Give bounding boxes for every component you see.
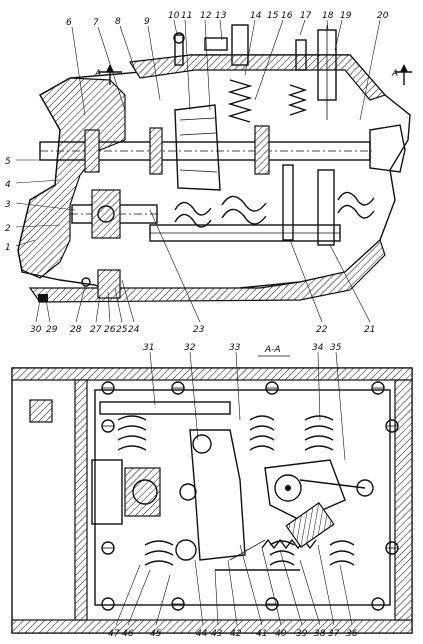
coupling: [91, 459, 123, 525]
callout-7: 7: [93, 18, 99, 28]
callout-33: 33: [229, 343, 241, 353]
callout-2: 2: [5, 224, 11, 234]
callout-1: 1: [5, 243, 11, 253]
callout-40: 40: [275, 629, 287, 639]
central-lever: [189, 429, 246, 561]
callout-13: 13: [215, 11, 227, 21]
callout-38: 38: [314, 629, 326, 639]
section-mark-left: A: [94, 69, 101, 79]
callout-22: 22: [316, 325, 328, 335]
spring-lower: [261, 502, 335, 550]
housing-frame: [11, 367, 413, 634]
callout-6: 6: [66, 18, 72, 28]
callout-36: 36: [346, 629, 358, 639]
callout-34: 34: [312, 343, 324, 353]
section-label: A-A: [264, 345, 281, 355]
callout-14: 14: [250, 11, 262, 21]
callout-44: 44: [196, 629, 208, 639]
bearing-left: [84, 129, 100, 173]
bearing-mid: [149, 127, 163, 175]
lower-callouts: 31 32 33 34 35 47 46 45 44 43 42 41 40 3…: [108, 343, 358, 639]
upper-callouts: 6 7 8 9 10 11 12 13 14 15 16 17 18 19 20…: [5, 11, 389, 335]
callout-12: 12: [200, 11, 212, 21]
bevel-gear: [174, 104, 221, 191]
shaft-end-bearing: [369, 124, 406, 173]
gear-stack-lower: [97, 269, 121, 299]
section-arrow-right: A: [391, 64, 412, 85]
callout-32: 32: [184, 343, 196, 353]
callout-4: 4: [5, 180, 11, 190]
callout-39: 39: [296, 629, 308, 639]
bolt-heads: [101, 381, 399, 611]
inner-chamber: [94, 389, 391, 606]
callout-26: 26: [104, 325, 116, 335]
callout-27: 27: [90, 325, 102, 335]
cam-lobes: [117, 415, 355, 566]
rocker-arm: [264, 459, 346, 521]
section-mark-right: A: [391, 69, 398, 79]
callout-37: 37: [328, 629, 340, 639]
callout-11: 11: [181, 11, 192, 21]
bearing-right: [254, 125, 270, 175]
spring-upper: [227, 79, 308, 123]
callout-45: 45: [150, 629, 162, 639]
plug-30: [38, 294, 48, 302]
screw-10: [174, 34, 184, 66]
callout-23: 23: [193, 325, 205, 335]
screw-14: [231, 24, 249, 66]
callout-42: 42: [230, 629, 242, 639]
top-rail: [99, 401, 231, 415]
callout-30: 30: [30, 325, 42, 335]
callout-5: 5: [5, 157, 11, 167]
callout-29: 29: [46, 325, 58, 335]
callout-46: 46: [122, 629, 134, 639]
housing-left-wall: [17, 77, 126, 279]
lower-bearing: [91, 189, 121, 239]
callout-20: 20: [377, 11, 389, 21]
callout-21: 21: [364, 325, 375, 335]
post-21: [317, 169, 335, 246]
callout-47: 47: [108, 629, 120, 639]
top-cover: [128, 54, 387, 101]
callout-3: 3: [5, 200, 11, 210]
lower-leader-lines: [115, 351, 353, 626]
callout-41: 41: [256, 629, 267, 639]
callout-10: 10: [168, 11, 180, 21]
callout-9: 9: [144, 17, 150, 27]
callout-43: 43: [211, 629, 223, 639]
post-22: [282, 164, 294, 241]
upper-section-view: A A: [17, 24, 412, 303]
left-plug: [29, 399, 53, 423]
callout-31: 31: [143, 343, 154, 353]
callout-24: 24: [128, 325, 140, 335]
callout-35: 35: [330, 343, 342, 353]
callout-17: 17: [300, 11, 312, 21]
upper-leader-lines: [15, 19, 381, 323]
callout-18: 18: [322, 11, 334, 21]
callout-16: 16: [281, 11, 293, 21]
callout-25: 25: [116, 325, 128, 335]
callout-15: 15: [267, 11, 279, 21]
gear-coupling: [124, 467, 161, 517]
cam-drums: [174, 191, 375, 228]
callout-28: 28: [70, 325, 82, 335]
base-plate: [28, 238, 386, 303]
callout-19: 19: [340, 11, 352, 21]
callout-8: 8: [115, 17, 121, 27]
lower-section-view: A-A: [11, 345, 413, 634]
